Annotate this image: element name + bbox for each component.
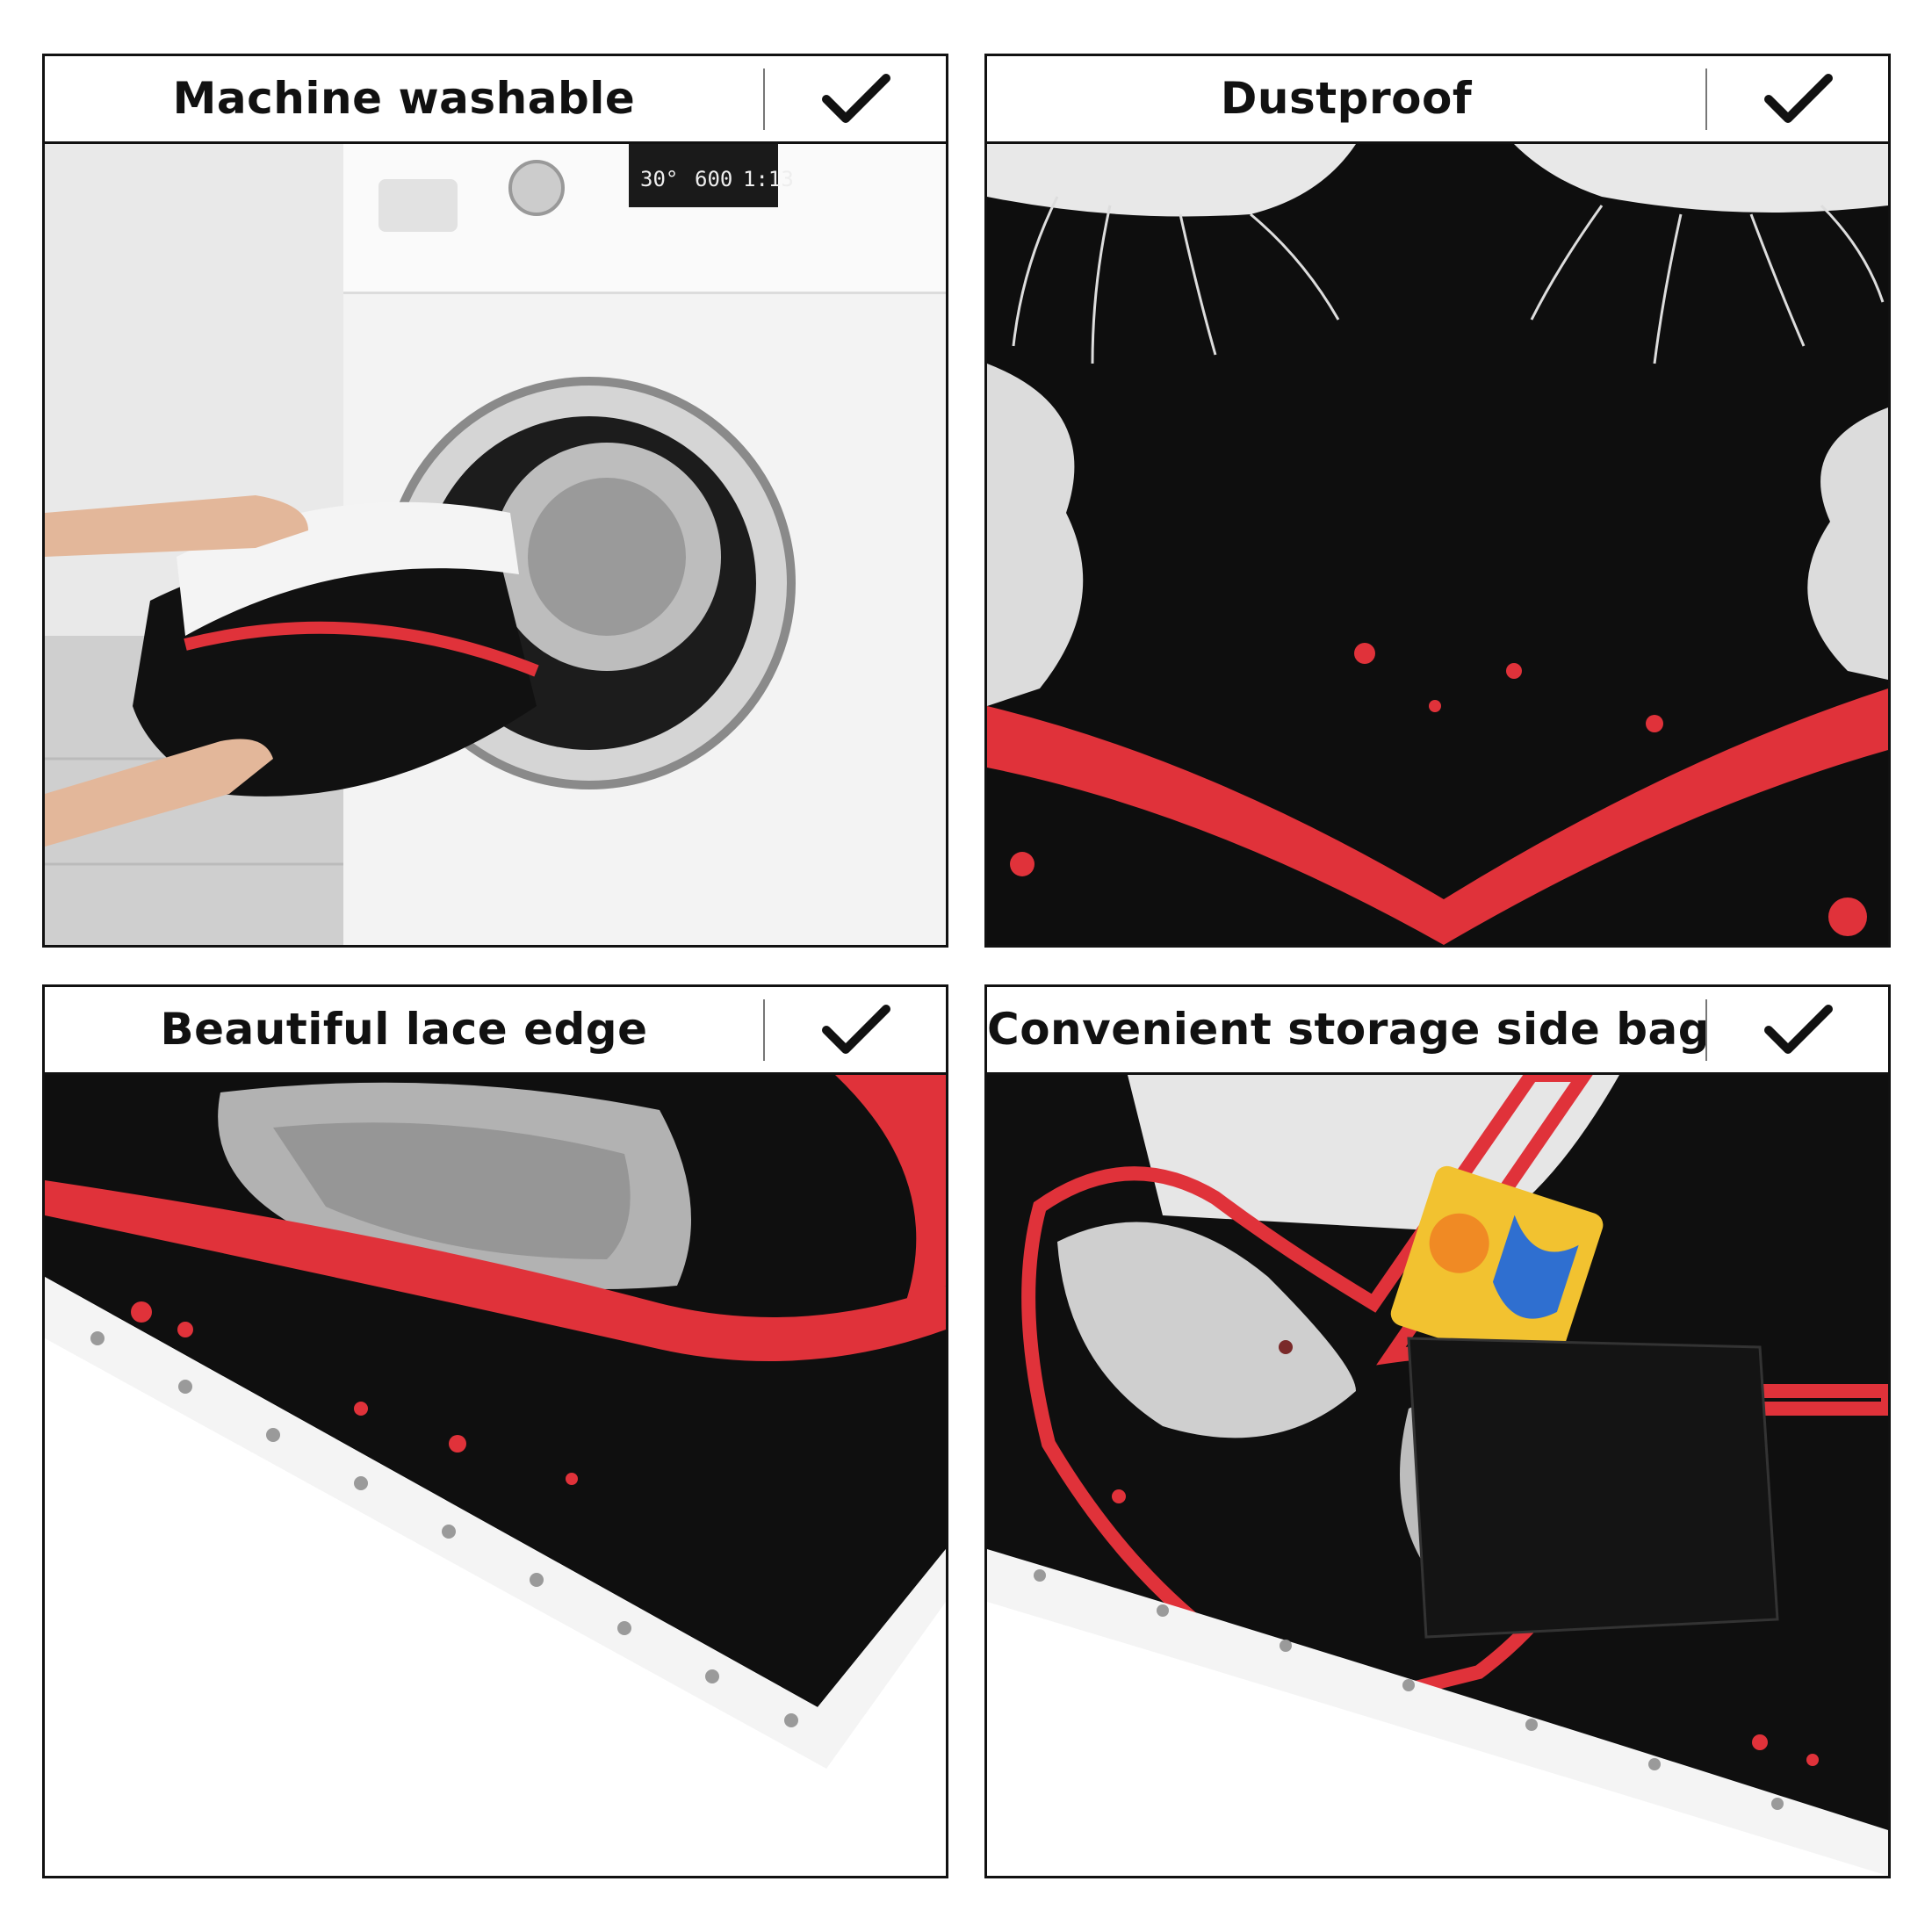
svg-text:600: 600: [695, 167, 732, 191]
feature-panel-dustproof: Dustproof: [984, 54, 1891, 948]
lace-edge-photo: [45, 1075, 946, 1876]
feature-panel-machine-washable: Machine washable 30° 600 1:13: [42, 54, 948, 948]
header-divider: [763, 999, 765, 1061]
panel-header: Beautiful lace edge: [45, 987, 946, 1075]
feature-panel-lace-edge: Beautiful lace edge: [42, 984, 948, 1878]
side-bag-photo: [987, 1075, 1888, 1876]
washer-display: 30° 600 1:13: [640, 167, 794, 191]
washing-machine-photo: 30° 600 1:13: [45, 144, 946, 945]
checkmark-icon: [767, 987, 946, 1072]
checkmark-icon: [1709, 56, 1888, 141]
header-divider: [763, 68, 765, 130]
feature-panel-storage-side-bag: Convenient storage side bag: [984, 984, 1891, 1878]
panel-header: Convenient storage side bag: [987, 987, 1888, 1075]
panel-header: Machine washable: [45, 56, 946, 144]
panel-title: Machine washable: [172, 73, 636, 124]
panel-title: Beautiful lace edge: [160, 1004, 648, 1055]
panel-title: Convenient storage side bag: [987, 1004, 1711, 1055]
checkmark-icon: [1709, 987, 1888, 1072]
header-divider: [1705, 68, 1707, 130]
header-divider: [1705, 999, 1707, 1061]
fabric-closeup-photo: [987, 144, 1888, 945]
panel-title: Dustproof: [1220, 73, 1473, 124]
svg-text:1:13: 1:13: [743, 167, 794, 191]
checkmark-icon: [767, 56, 946, 141]
panel-header: Dustproof: [987, 56, 1888, 144]
svg-text:30°: 30°: [640, 167, 678, 191]
